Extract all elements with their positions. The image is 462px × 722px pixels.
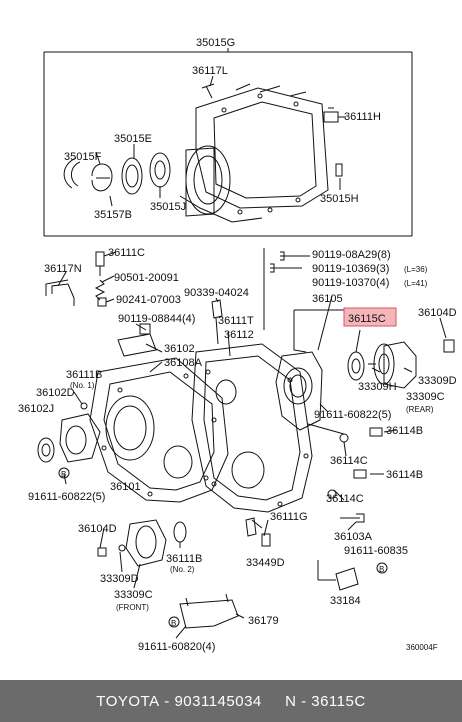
label-36101: 36101 xyxy=(110,481,141,493)
svg-text:B: B xyxy=(171,619,176,628)
svg-text:B: B xyxy=(379,565,384,574)
label-90119-10370: 90119-10370(4) xyxy=(312,277,389,289)
part-info-footer: TOYOTA - 9031145034 N - 36115C xyxy=(0,680,462,722)
label-L41: (L=41) xyxy=(404,279,428,288)
label-36114C-lower: 36114C xyxy=(326,493,364,505)
label-33184: 33184 xyxy=(330,595,361,607)
label-91611-60835: 91611-60835 xyxy=(344,545,408,557)
label-91611-60822-right: 91611-60822(5) xyxy=(314,409,391,421)
label-91611-60822-left: 91611-60822(5) xyxy=(28,491,105,503)
label-36111T: 36111T xyxy=(218,315,254,327)
label-36114B-lower: 36114B xyxy=(386,469,423,481)
label-33309H: 33309H xyxy=(358,381,397,393)
tightening-torque-markers: B B B xyxy=(58,467,388,628)
label-36104D-rear: 36104D xyxy=(418,307,457,319)
label-36114B-upper: 36114B xyxy=(386,425,423,437)
label-33309D-rear: 33309D xyxy=(418,375,457,387)
label-36111B-no1: 36111B xyxy=(66,369,102,381)
footer-part-number: 9031145034 xyxy=(174,692,262,710)
transfer-case-group xyxy=(37,248,455,639)
label-35015G: 35015G xyxy=(196,37,235,49)
label-36105: 36105 xyxy=(312,293,343,305)
label-36103A: 36103A xyxy=(334,531,373,543)
label-36114C-upper: 36114C xyxy=(330,455,368,467)
label-35015H: 35015H xyxy=(320,193,359,205)
transfer-adapter-group xyxy=(43,48,413,237)
highlighted-part-box xyxy=(343,307,397,327)
label-35015E: 35015E xyxy=(114,133,152,145)
label-35015F: 35015F xyxy=(64,151,102,163)
label-36111H: 36111H xyxy=(344,111,381,123)
label-90241-07003: 90241-07003 xyxy=(116,294,181,306)
svg-text:B: B xyxy=(61,470,66,479)
label-36117N: 36117N xyxy=(44,263,82,275)
label-90119-10369: 90119-10369(3) xyxy=(312,263,389,275)
footer-separator-2: N - xyxy=(261,692,312,710)
label-36117L: 36117L xyxy=(192,65,228,77)
label-90501-20091: 90501-20091 xyxy=(114,272,179,284)
label-90339-04024: 90339-04024 xyxy=(184,287,249,299)
label-36111G: 36111G xyxy=(270,511,308,523)
label-36112: 36112 xyxy=(224,329,254,341)
label-360004F: 360004F xyxy=(406,643,438,652)
label-33449D: 33449D xyxy=(246,557,285,569)
label-90119-08844: 90119-08844(4) xyxy=(118,313,195,325)
label-no2: (No. 2) xyxy=(170,565,195,574)
label-35015J: 35015J xyxy=(150,201,186,213)
label-33309C-front: 33309C xyxy=(114,589,153,601)
footer-callout: 36115C xyxy=(311,692,366,710)
label-33309C-rear: 33309C xyxy=(406,391,445,403)
label-33309D-front: 33309D xyxy=(100,573,139,585)
footer-brand: TOYOTA xyxy=(96,692,160,710)
footer-separator: - xyxy=(159,692,175,710)
label-36102D: 36102D xyxy=(36,387,75,399)
label-91611-60820: 91611-60820(4) xyxy=(138,641,215,653)
label-36111B-no2: 36111B xyxy=(166,553,202,565)
label-36115C: 36115C xyxy=(348,313,386,325)
label-36108A: 36108A xyxy=(164,357,203,369)
part-labels: 35015G 36117L 36111H 35015E 35015F 35157… xyxy=(18,37,457,653)
label-36111C: 36111C xyxy=(108,247,145,259)
label-no1: (No. 1) xyxy=(70,381,95,390)
label-90119-08A29: 90119-08A29(8) xyxy=(312,249,391,261)
label-36104D-front: 36104D xyxy=(78,523,117,535)
parts-diagram: B B B 35015G 36117L 36111H 35015E 35015F… xyxy=(18,37,457,653)
label-rear: (REAR) xyxy=(406,405,434,414)
label-35157B: 35157B xyxy=(94,209,132,221)
label-L36: (L=36) xyxy=(404,265,428,274)
label-front: (FRONT) xyxy=(116,603,149,612)
label-36179: 36179 xyxy=(248,615,279,627)
label-36102J: 36102J xyxy=(18,403,54,415)
label-36102: 36102 xyxy=(164,343,195,355)
